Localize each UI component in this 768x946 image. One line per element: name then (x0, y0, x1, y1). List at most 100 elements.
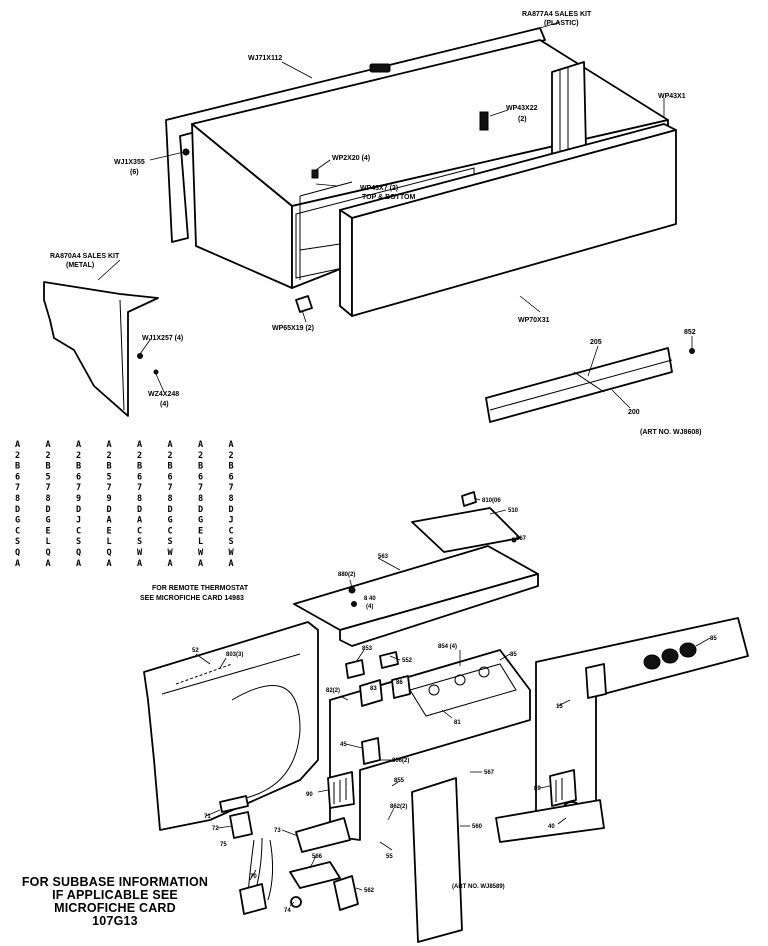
label-art-bottom: (ART NO. WJ8589) (452, 884, 505, 890)
label-854: 854 (4) (438, 644, 457, 650)
note-remote-thermostat: FOR REMOTE THERMOSTAT (152, 585, 249, 592)
model-code-char: A (198, 559, 203, 569)
label-855: 855 (394, 778, 405, 784)
model-code-char: 6 (76, 472, 81, 482)
fuse-71 (219, 795, 249, 813)
model-code-char: J (229, 516, 234, 526)
model-code-char: L (198, 537, 203, 547)
model-code-char: C (137, 526, 142, 536)
bracket-wp65x19 (295, 295, 313, 313)
label-852: 852 (684, 329, 696, 336)
control-panel-52 (143, 621, 319, 831)
base-rail-200 (485, 347, 695, 423)
model-code-char: B (198, 462, 203, 472)
bracket-73 (295, 817, 351, 853)
model-code-char: D (46, 505, 51, 515)
model-code-char: 7 (137, 483, 142, 493)
model-code-char: 2 (198, 451, 203, 461)
label-552: 552 (402, 658, 413, 664)
label-75: 75 (220, 842, 227, 848)
bracket-552 (379, 651, 399, 669)
label-wp43x1: WP43X1 (658, 93, 686, 100)
access-panel-560 (411, 777, 463, 943)
model-code-char: S (168, 537, 173, 547)
subbase-note-line1: FOR SUBBASE INFORMATION (21, 875, 209, 889)
subbase-note-line2: IF APPLICABLE SEE (52, 888, 178, 902)
label-wj71x112: WJ71X112 (248, 55, 282, 62)
model-code-char: 8 (137, 494, 142, 504)
model-code-char: C (76, 526, 81, 536)
model-code-char: 2 (46, 451, 51, 461)
label-ra877a4-type: (PLASTIC) (544, 20, 579, 27)
model-code-char: 7 (46, 483, 51, 493)
label-40: 40 (548, 824, 555, 830)
model-code-char: 8 (198, 494, 203, 504)
label-wj1x257: WJ1X257 (4) (142, 335, 183, 342)
label-73: 73 (274, 828, 281, 834)
label-15: 15 (556, 704, 563, 710)
model-code-char: Q (107, 548, 112, 558)
model-code-char: 7 (76, 483, 81, 493)
label-560: 560 (472, 824, 483, 830)
label-71: 71 (204, 814, 211, 820)
model-code-char: S (229, 537, 234, 547)
model-code-char: 6 (15, 472, 20, 482)
relay-45 (361, 737, 381, 765)
label-wj1x355-qty: (6) (130, 169, 139, 176)
model-code-char: B (229, 462, 234, 472)
label-ra877a4: RA877A4 SALES KIT (522, 11, 592, 18)
model-code-char: E (46, 526, 51, 536)
model-code-char: S (76, 537, 81, 547)
subbase-note-line4: 107G13 (92, 914, 138, 928)
model-code-char: A (76, 559, 81, 569)
model-code-char: Q (15, 548, 20, 558)
knob-74 (290, 896, 302, 908)
label-wz4x248-qty: (4) (160, 401, 169, 408)
model-code-char: G (46, 516, 51, 526)
model-code-char: A (168, 559, 173, 569)
model-code-char: C (168, 526, 173, 536)
model-code-char: W (137, 548, 143, 558)
model-code-char: 2 (137, 451, 142, 461)
label-563: 563 (378, 554, 389, 560)
model-code-char: D (137, 505, 142, 515)
model-code-char: Q (76, 548, 81, 558)
insulation-pad-510 (411, 507, 521, 553)
model-code-char: Q (46, 548, 51, 558)
model-code-char: W (198, 548, 204, 558)
model-code-char: D (229, 505, 234, 515)
model-code-char: G (198, 516, 203, 526)
heater-assembly-15 (535, 617, 749, 827)
model-code-char: E (198, 526, 203, 536)
model-code-char: B (46, 462, 51, 472)
model-code-char: 8 (168, 494, 173, 504)
model-code-char: 7 (229, 483, 234, 493)
label-82: 82(2) (326, 688, 340, 694)
heater-coils-85 (643, 642, 697, 670)
label-81: 81 (454, 720, 461, 726)
label-806: 806(2) (392, 758, 409, 764)
label-wp43x22-qty: (2) (518, 116, 527, 123)
model-code-char: 8 (15, 494, 20, 504)
model-code-char: A (15, 440, 20, 450)
model-code-char: 9 (76, 494, 81, 504)
switch-83 (391, 675, 411, 699)
model-code-char: 7 (15, 483, 20, 493)
model-code-char: 7 (107, 483, 112, 493)
model-code-char: B (168, 462, 173, 472)
model-code-char: A (107, 559, 112, 569)
model-code-char: A (107, 440, 112, 450)
model-code-char: D (15, 505, 20, 515)
label-70: 70 (250, 874, 257, 880)
label-562: 562 (364, 888, 375, 894)
label-205: 205 (590, 339, 602, 346)
label-567-mid: 567 (484, 770, 495, 776)
model-code-char: A (198, 440, 203, 450)
top-leaders (97, 21, 693, 409)
model-code-columns: A2B678DGCSQAA2B578DGELQAA2B679DJCSQAA2B5… (15, 440, 235, 569)
capacitor-89 (549, 769, 577, 807)
label-82-qty-line: 83 (370, 686, 377, 692)
label-wp2x20: WP2X20 (4) (332, 155, 370, 162)
model-code-char: 2 (168, 451, 173, 461)
